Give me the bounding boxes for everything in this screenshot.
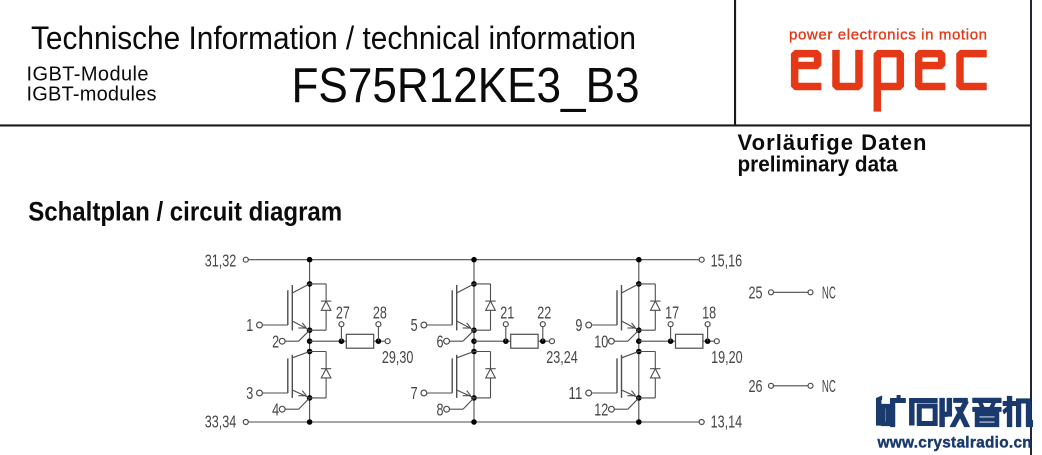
svg-text:power electronics in motion: power electronics in motion <box>789 27 987 44</box>
svg-text:3: 3 <box>246 383 253 403</box>
svg-text:15,16: 15,16 <box>711 250 743 270</box>
svg-text:31,32: 31,32 <box>205 250 237 270</box>
svg-text:Technische Information / techn: Technische Information / technical infor… <box>31 20 636 56</box>
svg-text:NC: NC <box>822 376 836 396</box>
svg-text:4: 4 <box>272 399 279 419</box>
svg-text:11: 11 <box>568 383 582 403</box>
svg-text:10: 10 <box>594 331 608 351</box>
svg-text:23,24: 23,24 <box>546 347 578 367</box>
svg-text:www.crystalradio.cn: www.crystalradio.cn <box>877 434 1032 451</box>
svg-text:33,34: 33,34 <box>205 412 237 432</box>
svg-text:18: 18 <box>702 303 716 323</box>
svg-text:27: 27 <box>336 303 350 323</box>
svg-text:13,14: 13,14 <box>711 412 743 432</box>
svg-text:9: 9 <box>575 315 582 335</box>
svg-text:6: 6 <box>437 331 444 351</box>
svg-text:17: 17 <box>665 303 679 323</box>
svg-text:8: 8 <box>437 399 444 419</box>
svg-text:21: 21 <box>500 303 514 323</box>
svg-text:FS75R12KE3_B3: FS75R12KE3_B3 <box>292 59 640 113</box>
svg-text:Vorläufige Daten: Vorläufige Daten <box>738 130 927 155</box>
svg-text:2: 2 <box>272 331 279 351</box>
svg-text:29,30: 29,30 <box>382 347 414 367</box>
svg-text:25: 25 <box>749 283 763 303</box>
svg-text:5: 5 <box>411 315 418 335</box>
svg-text:1: 1 <box>246 315 253 335</box>
svg-text:12: 12 <box>594 399 608 419</box>
svg-text:22: 22 <box>537 303 551 323</box>
svg-text:IGBT-modules: IGBT-modules <box>27 84 157 106</box>
svg-text:7: 7 <box>411 383 418 403</box>
svg-text:IGBT-Module: IGBT-Module <box>27 64 149 86</box>
svg-text:preliminary data: preliminary data <box>738 152 899 177</box>
svg-text:19,20: 19,20 <box>711 347 743 367</box>
svg-text:28: 28 <box>373 303 387 323</box>
svg-text:NC: NC <box>822 283 836 303</box>
svg-text:Schaltplan / circuit diagram: Schaltplan / circuit diagram <box>28 197 342 227</box>
svg-text:26: 26 <box>749 376 763 396</box>
